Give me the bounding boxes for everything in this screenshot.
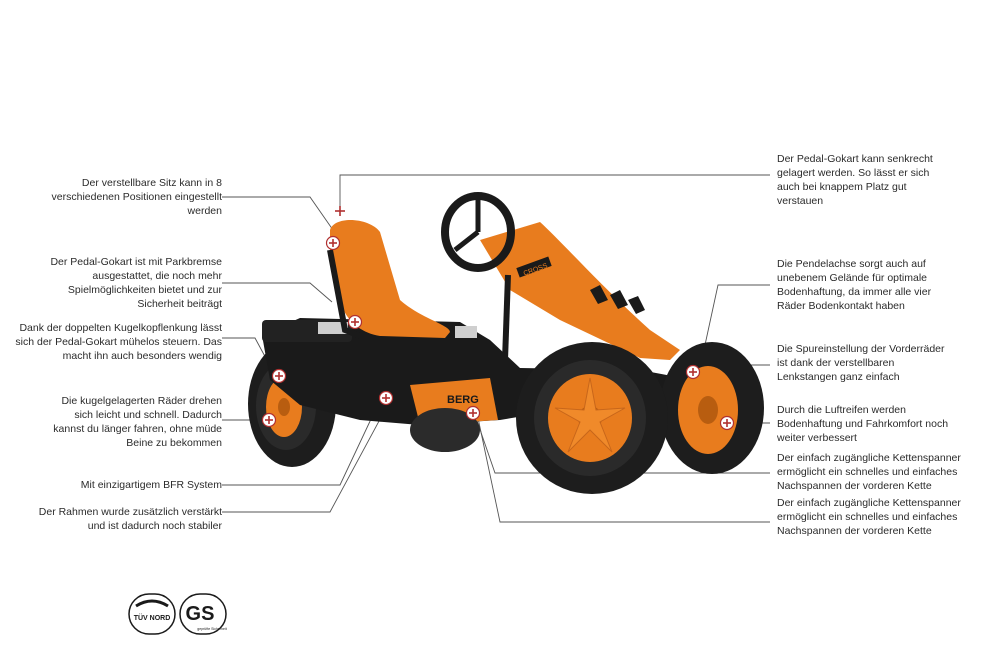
plus-marker[interactable] bbox=[465, 405, 481, 421]
gs-logo: GS geprüfte Sicherheit bbox=[179, 593, 227, 635]
svg-text:TÜV NORD: TÜV NORD bbox=[134, 613, 171, 622]
annotation-chain-1: Der einfach zugängliche Kettenspanner er… bbox=[777, 452, 961, 492]
plus-markers bbox=[261, 206, 735, 431]
svg-text:geprüfte Sicherheit: geprüfte Sicherheit bbox=[197, 627, 226, 631]
plus-marker[interactable] bbox=[335, 206, 345, 216]
plus-marker[interactable] bbox=[347, 314, 363, 330]
annotation-vertical: Der Pedal-Gokart kann senkrecht gelagert… bbox=[777, 153, 933, 207]
leader-lines bbox=[222, 174, 770, 523]
kart-hood: CROSS bbox=[480, 222, 680, 361]
plus-marker[interactable] bbox=[378, 390, 394, 406]
middle-wheel bbox=[410, 408, 480, 452]
tuv-nord-logo: TÜV NORD bbox=[128, 593, 176, 635]
brand-label: BERG bbox=[447, 394, 479, 406]
annotation-chain-2: Der einfach zugängliche Kettenspanner er… bbox=[777, 497, 961, 537]
certification-logos: TÜV NORD GS geprüfte Sicherheit bbox=[128, 593, 227, 635]
annotation-axle: Die Pendelachse sorgt auch auf unebenem … bbox=[777, 258, 932, 312]
annotation-tracking: Die Spureinstellung der Vorderräder ist … bbox=[777, 343, 945, 383]
plus-marker[interactable] bbox=[325, 235, 341, 251]
annotation-tyres: Durch die Luftreifen werden Bodenhaftung… bbox=[777, 404, 949, 444]
annotation-frame: Der Rahmen wurde zusätzlich verstärkt un… bbox=[38, 506, 222, 532]
annotation-bfr: Mit einzigartigem BFR System bbox=[80, 479, 222, 491]
plus-marker[interactable] bbox=[685, 364, 701, 380]
steering-wheel bbox=[441, 192, 515, 272]
plus-marker[interactable] bbox=[719, 415, 735, 431]
plus-marker[interactable] bbox=[261, 412, 277, 428]
annotation-seat: Der verstellbare Sitz kann in 8 verschie… bbox=[51, 177, 222, 217]
front-near-wheel bbox=[516, 342, 668, 494]
annotation-steering: Dank der doppelten Kugelkopflenkung läss… bbox=[15, 322, 222, 362]
kart-seat bbox=[327, 220, 450, 339]
svg-text:GS: GS bbox=[186, 603, 215, 625]
annotation-brake: Der Pedal-Gokart ist mit Parkbremse ausg… bbox=[50, 256, 222, 310]
front-far-wheel bbox=[660, 342, 764, 474]
plus-marker[interactable] bbox=[271, 368, 287, 384]
annotation-bearings: Die kugelgelagerten Räder drehen sich le… bbox=[53, 395, 222, 449]
